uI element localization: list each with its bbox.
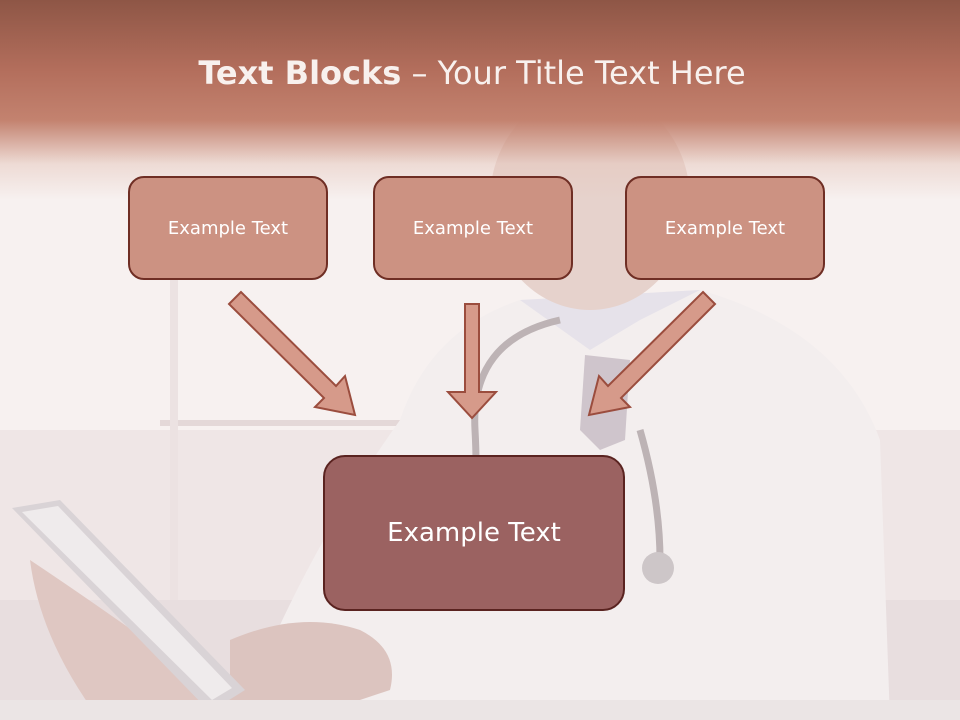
title-dash: – xyxy=(401,54,438,92)
text-block-3-label: Example Text xyxy=(664,217,786,239)
text-block-2-label: Example Text xyxy=(412,217,534,239)
title-bold-part: Text Blocks xyxy=(198,54,402,92)
text-block-1: Example Text xyxy=(128,176,328,280)
title-band xyxy=(0,0,960,200)
text-block-2: Example Text xyxy=(373,176,573,280)
arrow-right-diagonal xyxy=(587,290,717,417)
arrow-center-down xyxy=(445,303,499,420)
title-rest: Your Title Text Here xyxy=(437,54,746,92)
arrow-left-diagonal xyxy=(227,290,357,417)
text-block-3: Example Text xyxy=(625,176,825,280)
main-text-block-label: Example Text xyxy=(387,518,561,548)
text-block-1-label: Example Text xyxy=(167,217,289,239)
slide-title: Text Blocks – Your Title Text Here xyxy=(0,54,944,92)
main-text-block: Example Text xyxy=(323,455,625,611)
